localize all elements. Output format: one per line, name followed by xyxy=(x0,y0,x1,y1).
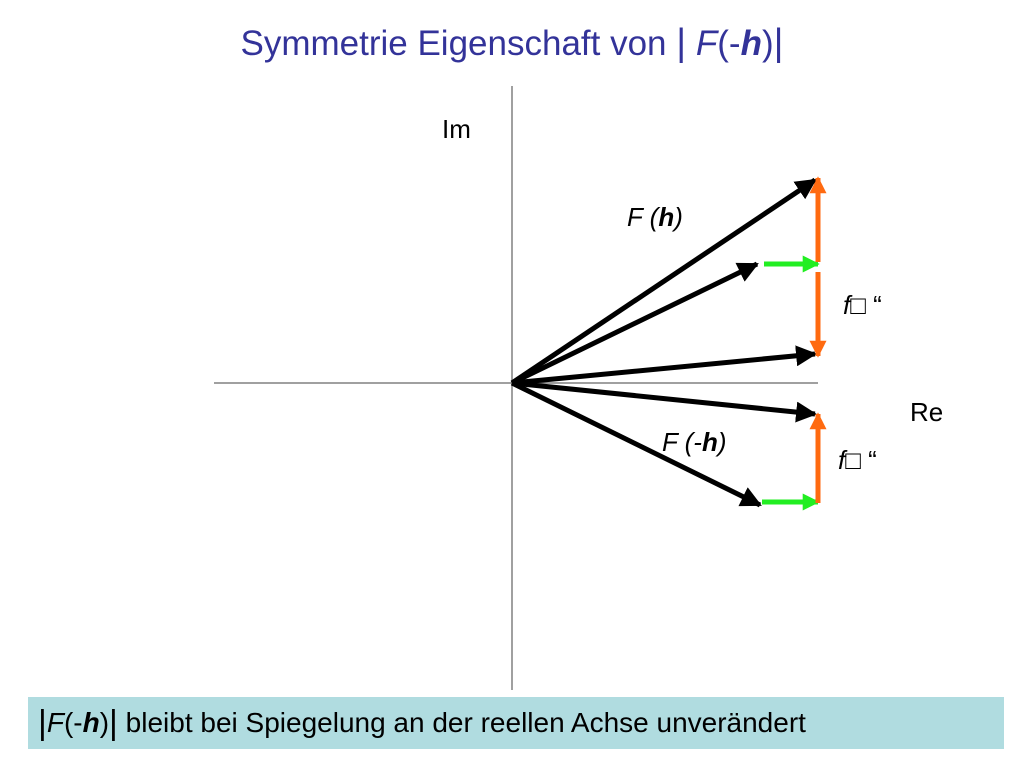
footer-caption: | F(-h)| bleibt bei Spiegelung an der re… xyxy=(28,697,1004,749)
label-fpp-lower-f: f xyxy=(838,445,846,475)
label-f-plus-var: h xyxy=(658,202,675,232)
title-fn: F xyxy=(695,24,718,63)
title-prefix: Symmetrie Eigenschaft von xyxy=(240,24,677,63)
label-fpp-upper-f: f xyxy=(843,290,851,320)
title-paren-open: (- xyxy=(717,24,741,63)
label-f-plus-fn: F xyxy=(627,202,643,232)
footer-paren-open: (- xyxy=(63,707,83,738)
footer-bar-close: | xyxy=(109,703,118,742)
label-fpp-upper-rest: □ “ xyxy=(850,290,882,320)
label-f-minus-var: h xyxy=(701,427,718,457)
label-f-minus-open: (- xyxy=(677,427,702,457)
footer-bar-open: | xyxy=(38,703,47,742)
page-title: Symmetrie Eigenschaft von | F(-h)| xyxy=(0,22,1024,65)
label-f-minus-fn: F xyxy=(662,427,678,457)
real-axis-label: Re xyxy=(910,397,944,427)
footer-paren-close: ) xyxy=(99,707,110,738)
title-var: h xyxy=(740,24,762,63)
label-f-plus-open: ( xyxy=(642,202,659,232)
label-fpp-upper: f□ “ xyxy=(843,290,882,321)
label-f-plus: F (h) xyxy=(627,202,683,233)
label-fpp-lower: f□ “ xyxy=(838,445,877,476)
vector-f-plus-total xyxy=(510,177,817,386)
label-f-plus-close: ) xyxy=(674,202,683,232)
footer-var: h xyxy=(82,707,100,738)
label-f-minus: F (-h) xyxy=(662,427,727,458)
vector-f-minus-partial xyxy=(510,380,762,508)
footer-fn: F xyxy=(46,707,64,738)
footer-text: bleibt bei Spiegelung an der reellen Ach… xyxy=(117,707,806,738)
title-bar-close: | xyxy=(773,22,784,64)
vector-f-plus-partial xyxy=(510,261,759,386)
vector-f-minus-real xyxy=(511,380,818,423)
imag-axis-label: Im xyxy=(442,114,471,144)
label-fpp-lower-rest: □ “ xyxy=(845,445,877,475)
title-bar-open: | xyxy=(676,22,687,64)
label-f-minus-close: ) xyxy=(717,427,727,457)
title-paren-close: ) xyxy=(761,24,774,63)
vector-f-plus-real xyxy=(511,345,818,386)
